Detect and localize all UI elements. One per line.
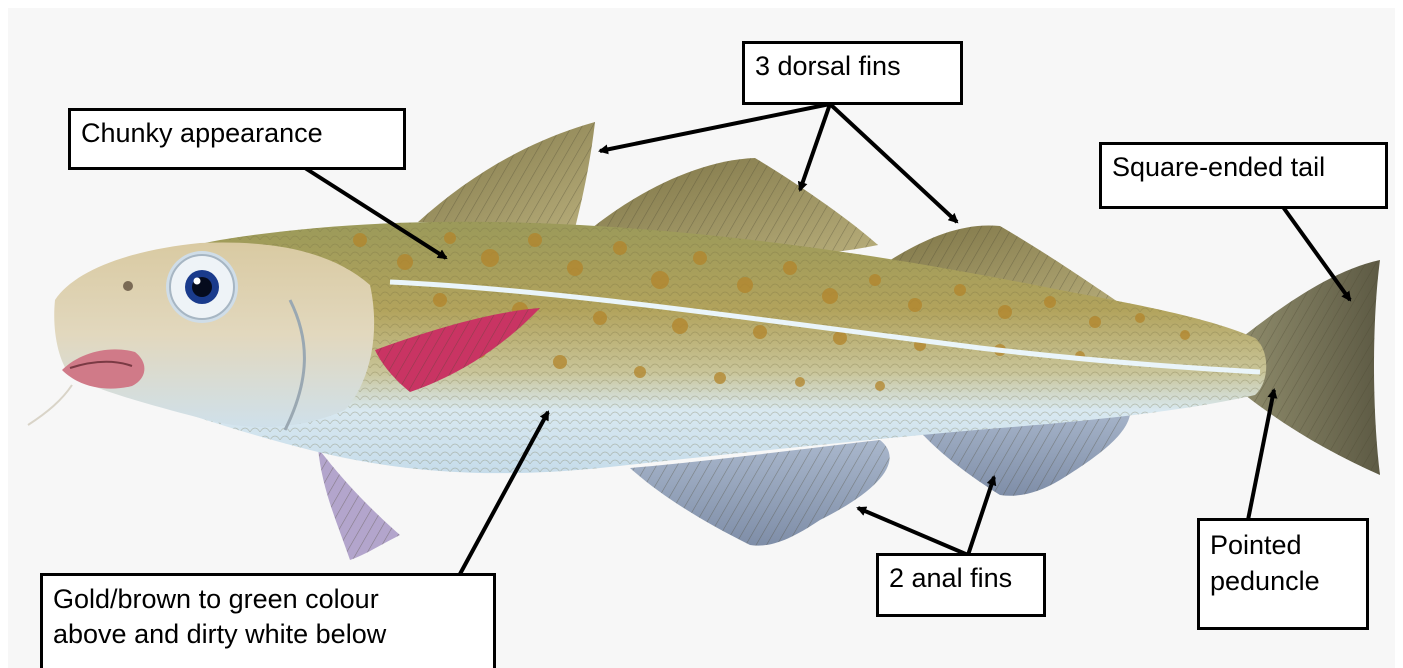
label-colour: Gold/brown to green colour above and dir… [40, 573, 496, 668]
label-square-ended-tail: Square-ended tail [1099, 142, 1388, 209]
eye [166, 251, 238, 323]
label-dorsal-fins: 3 dorsal fins [742, 41, 963, 105]
label-chunky-appearance: Chunky appearance [68, 108, 406, 170]
label-pointed-peduncle: Pointed peduncle [1197, 518, 1369, 630]
label-anal-fins: 2 anal fins [876, 553, 1046, 617]
